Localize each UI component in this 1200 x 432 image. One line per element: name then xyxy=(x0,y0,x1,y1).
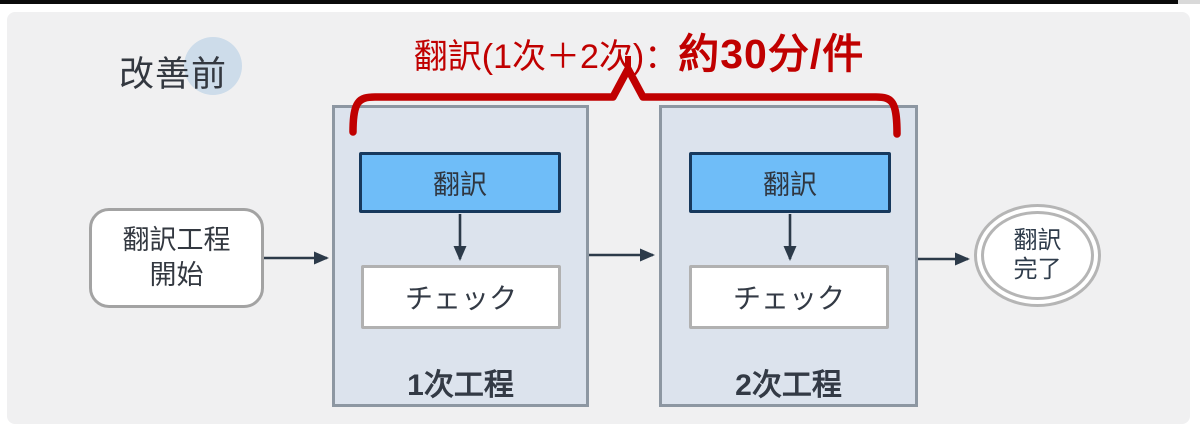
end-node-inner-ring: 翻訳 完了 xyxy=(981,211,1094,300)
start-node: 翻訳工程 開始 xyxy=(89,208,264,308)
page-title: 改善前 xyxy=(119,55,228,94)
process1-check-node: チェック xyxy=(361,265,561,329)
window-top-bar xyxy=(0,0,1178,4)
duration-annotation: 翻訳(1次＋2次)： 約30分/件 xyxy=(339,20,939,80)
annotation-emphasis: 約30分/件 xyxy=(678,31,865,77)
process2-check-node: チェック xyxy=(689,265,889,329)
process1-label: 1次工程 xyxy=(407,369,514,402)
start-node-line2: 開始 xyxy=(149,260,204,290)
diagram-canvas: 改善前 翻訳(1次＋2次)： 約30分/件 翻訳 チェック 1次工程 翻訳 チェ… xyxy=(7,12,1190,424)
window-top-bar-tail xyxy=(1178,0,1200,4)
end-node-line2: 完了 xyxy=(1013,255,1062,283)
end-node: 翻訳 完了 xyxy=(974,204,1101,307)
end-node-line1: 翻訳 xyxy=(1013,226,1062,254)
process1-translate-node: 翻訳 xyxy=(359,152,561,213)
start-node-line1: 翻訳工程 xyxy=(122,224,231,255)
process2-label: 2次工程 xyxy=(735,369,842,402)
process2-translate-node: 翻訳 xyxy=(689,152,891,213)
annotation-prefix: 翻訳(1次＋2次)： xyxy=(413,38,679,76)
badge-circle xyxy=(184,37,242,95)
